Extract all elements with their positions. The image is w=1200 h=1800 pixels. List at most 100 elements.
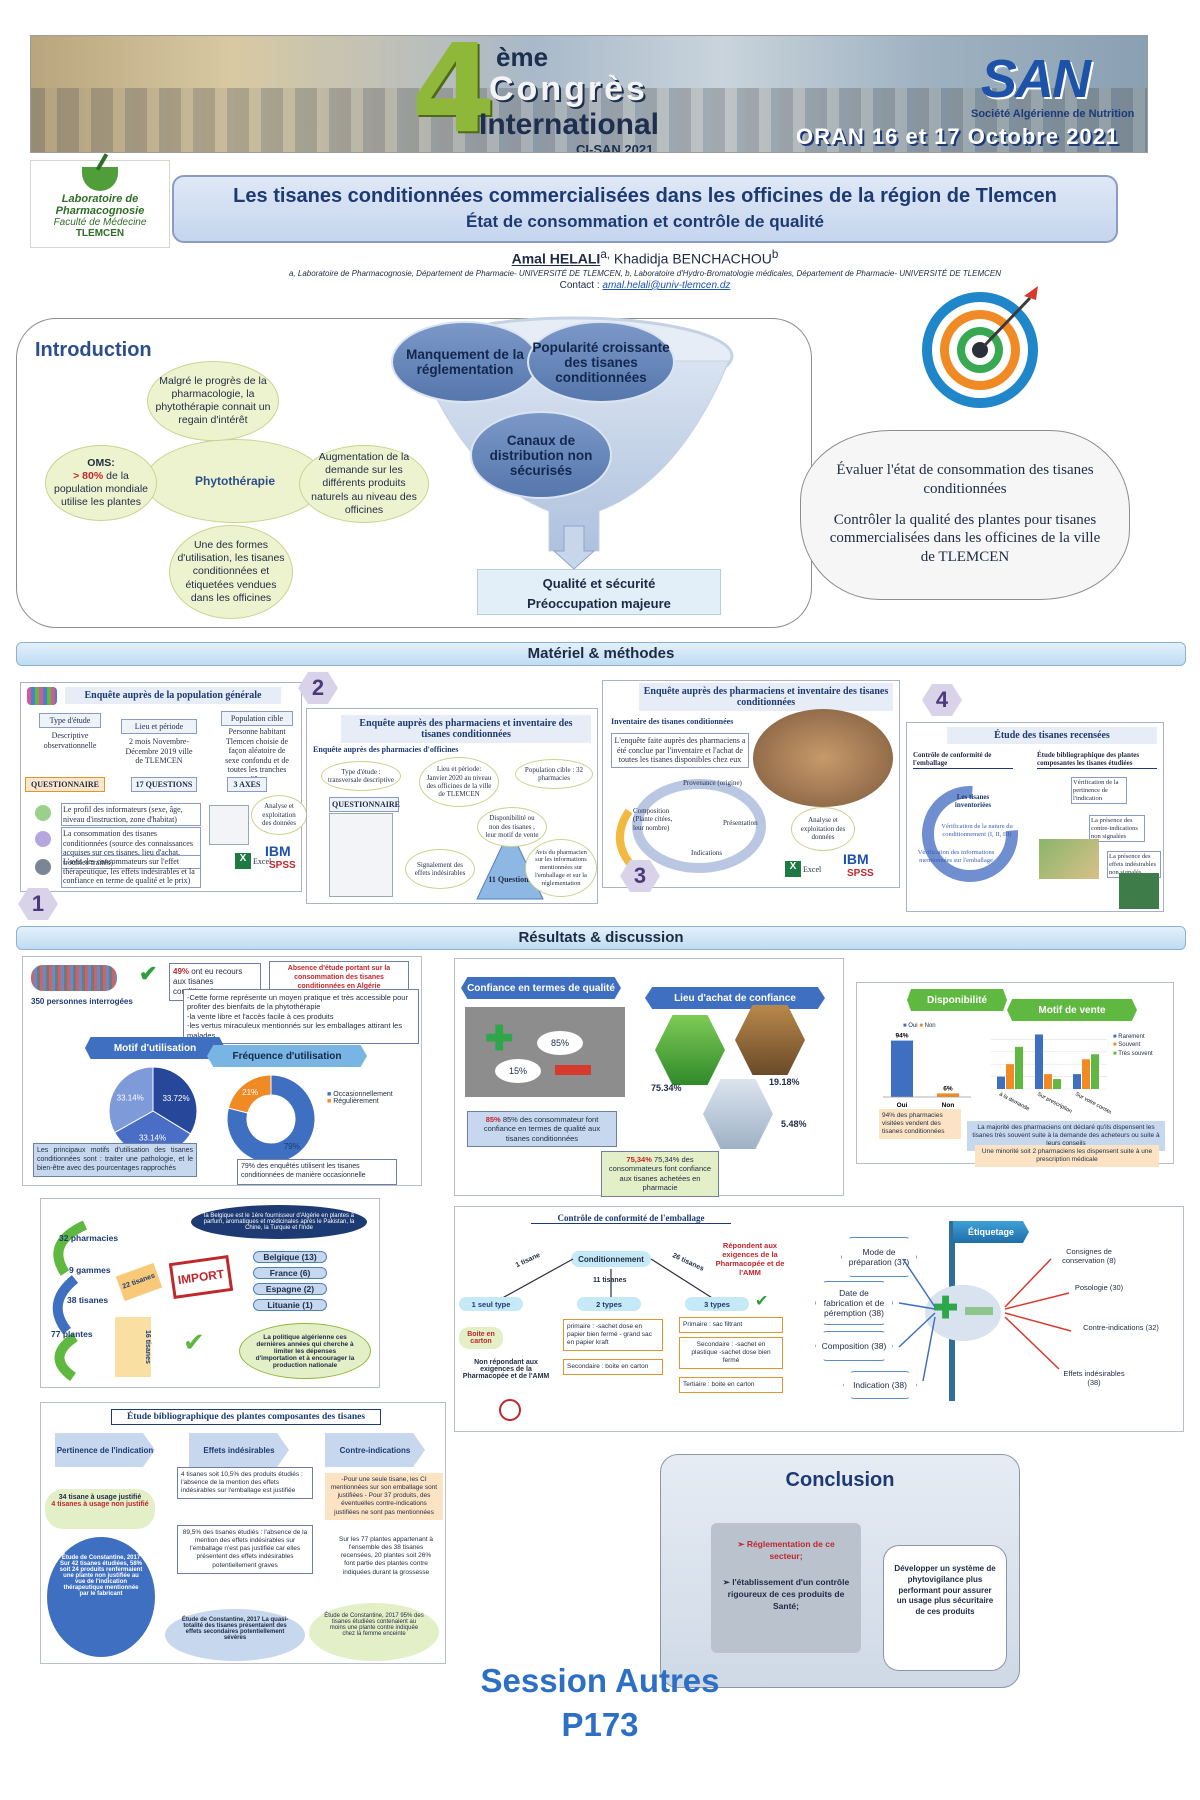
p2-type: Type d'étude : transversale descriptive	[321, 761, 401, 791]
motive-bar-2-2	[1091, 1054, 1099, 1089]
oms-pct: > 80%	[73, 469, 104, 482]
conclusion-right-box: Développer un système de phytovigilance …	[883, 1545, 1007, 1671]
availability-cat-0: Oui	[897, 1102, 908, 1109]
affiliations: a, Laboratoire de Pharmacognosie, Départ…	[288, 268, 1002, 278]
r3-text3: Une minorité soit 2 pharmaciens les disp…	[975, 1145, 1159, 1168]
methods-p1-title: Enquête auprès de la population générale	[65, 687, 281, 704]
r4-belgium-text: la Belgique est le 1ère fournisseur d'Al…	[191, 1205, 367, 1239]
poster-title-box: Les tisanes conditionnées commercialisée…	[172, 175, 1118, 243]
p4-cycle	[922, 786, 1018, 882]
r4-pharmacies: 32 pharmacies	[59, 1233, 119, 1243]
r1-bullets: -Cette forme représente un moyen pratiqu…	[183, 989, 419, 1044]
freq-donut-label-1: 21%	[242, 1088, 258, 1097]
congress-dates: ORAN 16 et 17 Octobre 2021	[796, 124, 1120, 149]
r6-study3: Étude de Constantine, 2017 95% des tisan…	[309, 1603, 439, 1661]
p3-excel: Excel	[803, 865, 822, 874]
r2-lieu-bar: Lieu d'achat de confiance	[645, 987, 825, 1009]
results-section-bar: Résultats & discussion	[16, 926, 1186, 950]
p1-lieu-label: Lieu et période	[121, 719, 197, 734]
methods-p4-title: Étude des tisanes recensées	[947, 727, 1157, 744]
methods-num-4: 4	[922, 684, 962, 716]
methods-p3-title: Enquête auprès des pharmaciens et invent…	[639, 683, 893, 711]
funnel-bottom-cap: Canaux de distribution non sécurisés	[470, 411, 612, 499]
r5-indic: Indication (38)	[843, 1371, 917, 1399]
p2-q-count: 11 Questions	[488, 875, 532, 884]
r6-just1: 34 tisane à usage justifié	[58, 1494, 142, 1501]
p2-q3: Avis du pharmacien sur les informations …	[525, 839, 597, 897]
motive-bar-1-2	[1053, 1079, 1061, 1089]
r6-just-box: 34 tisane à usage justifié 4 tisanes à u…	[45, 1489, 155, 1529]
r6-eff2: 89,5% des tisanes étudiés : l'absence de…	[177, 1525, 313, 1574]
r1-people: 350 personnes interrogées	[31, 997, 133, 1006]
r3-leg3: Très souvent	[1118, 1050, 1153, 1057]
p1-excel: Excel	[253, 857, 272, 866]
p3-analyse: Analyse et exploitation des données	[791, 807, 855, 851]
r3-leg2: Souvent	[1118, 1042, 1141, 1049]
methods-panel-4: Étude des tisanes recensées Contrôle de …	[906, 722, 1164, 912]
r5-etiquetage: Étiquetage	[953, 1221, 1029, 1243]
p4-c1c: Vérification des informations mentionnée…	[917, 849, 995, 864]
congress-ordinal: ème	[496, 42, 549, 72]
shop-hex-image	[703, 1079, 773, 1149]
p3-c2: Composition (Plante citées, leur nombre)	[633, 807, 673, 832]
r6-h1: Pertinence de l'indication	[55, 1433, 155, 1467]
r2-p548: 5.48%	[781, 1119, 807, 1129]
target-icon	[922, 286, 1038, 408]
p2-subtitle: Enquête auprès des pharmacies d'officine…	[313, 745, 459, 754]
methods-p2-title: Enquête auprès des pharmaciens et invent…	[341, 715, 591, 743]
r6-just2: 4 tisanes à usage non justifié	[51, 1501, 149, 1508]
r6-h3: Contre-indications	[325, 1433, 425, 1467]
session-label: Session Autres P173	[420, 1662, 780, 1744]
conclusion-item-2: ➢ l'établissement d'un contrôle rigoureu…	[722, 1576, 850, 1611]
motive-bar-0-1	[1006, 1064, 1014, 1089]
poster-subtitle: État de consommation et contrôle de qual…	[466, 212, 824, 231]
label-arrows	[898, 1258, 1072, 1382]
author-2-sup: b	[771, 248, 779, 261]
intro-left-content: OMS:> 80% de la population mondiale util…	[52, 457, 150, 510]
r5-type1: 1 seul type	[459, 1297, 523, 1311]
methods-num-2: 2	[298, 672, 338, 704]
author-2: Khadidja BENCHACHOU	[610, 250, 772, 267]
r1-motif-bar: Motif d'utilisation	[85, 1037, 225, 1059]
p3-c3: Présentation	[723, 819, 758, 827]
methods-panel-1: Enquête auprès de la population générale…	[20, 682, 307, 892]
r5-date: Date de fabrication et de péremption (38…	[815, 1281, 893, 1325]
r2-p1918: 19.18%	[769, 1077, 800, 1087]
legend-regulier: ■ Régulièrement	[327, 1098, 379, 1105]
availability-cat-1: Non	[942, 1102, 955, 1109]
oms-label: OMS:	[87, 456, 115, 469]
contact-label: Contact :	[559, 279, 603, 291]
r1-legend: ■ Occasionnellement ■ Régulièrement	[327, 1091, 393, 1105]
conclusion-item-1-text: Réglementation de ce secteur;	[746, 1539, 835, 1561]
p3-c1: Provenance (origine)	[683, 779, 742, 787]
r5-title: Contrôle de conformité de l'emballage	[531, 1213, 731, 1224]
results-confidence-panel: Confiance en termes de qualité Lieu d'ac…	[454, 958, 844, 1197]
funnel-result-1: Qualité et sécurité	[542, 576, 656, 591]
r4-gammes: 9 gammes	[69, 1265, 111, 1275]
legend-reg-label: Régulièrement	[333, 1098, 379, 1105]
motive-cat-0: à la demande	[998, 1091, 1030, 1112]
objectives-cloud: Évaluer l'état de consommation des tisan…	[800, 430, 1130, 600]
poster-title: Les tisanes conditionnées commercialisée…	[233, 185, 1057, 207]
flow-arrows	[52, 1220, 88, 1382]
p1-axe-3: L'avis des consommateurs sur l'effet thé…	[61, 855, 201, 888]
r4-plantes: 77 plantes	[51, 1329, 93, 1339]
plus-icon: ✚	[485, 1020, 514, 1058]
p3-ibm: IBM	[843, 851, 869, 867]
contact-email-link[interactable]: amal.helali@univ-tlemcen.dz	[602, 279, 731, 291]
r6-title: Étude bibliographique des plantes compos…	[111, 1409, 381, 1425]
r6-study1: Étude de Constantine, 2017 Sur 42 tisane…	[47, 1537, 155, 1657]
motive-bar-2-1	[1082, 1059, 1090, 1089]
r3-legend-2: ■ Rarement ■ Souvent ■ Très souvent	[1113, 1033, 1153, 1058]
lab-logo: Laboratoire de Pharmacognosie Faculté de…	[30, 160, 170, 248]
p2-questionnaire: QUESTIONNAIRE	[329, 797, 400, 812]
introduction-heading: Introduction	[35, 339, 152, 361]
p3-c4: Indications	[691, 849, 723, 857]
r5-cond: Conditionnement	[571, 1251, 651, 1267]
book-cover-image	[1119, 873, 1159, 909]
p2-pop: Population cible : 32 pharmacies	[515, 759, 593, 789]
stamp-icon	[499, 1399, 521, 1421]
lab-logo-line2: Faculté de Médecine	[53, 217, 147, 228]
oms-text: de la population mondiale utilise les pl…	[54, 469, 148, 509]
